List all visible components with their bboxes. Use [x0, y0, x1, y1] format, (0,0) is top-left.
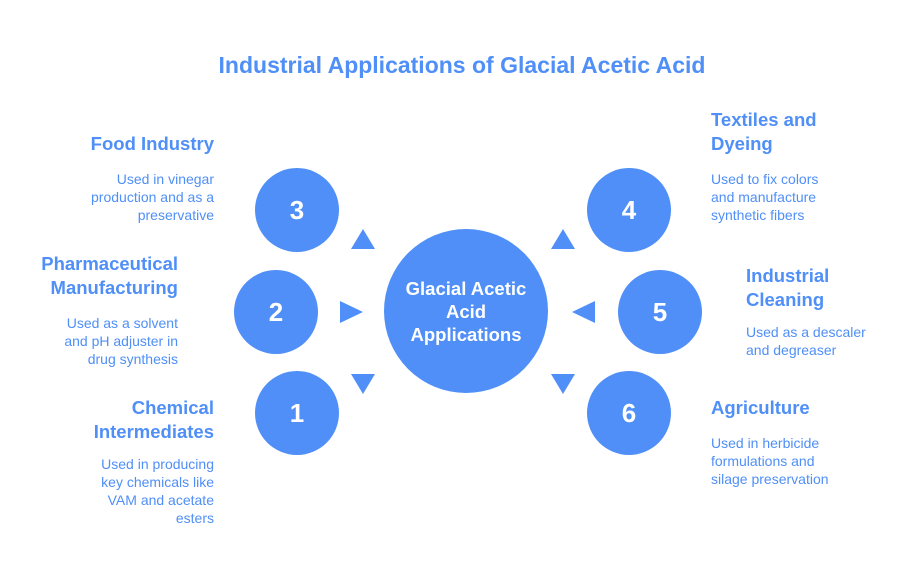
- node-3-number: 3: [289, 194, 305, 225]
- node-3: 3: [255, 168, 339, 252]
- item-5-heading: Industrial Cleaning: [746, 265, 830, 310]
- center-hub: Glacial Acetic Acid Applications: [384, 229, 548, 393]
- item-2-heading: Pharmaceutical Manufacturing: [41, 253, 178, 298]
- node-4-number: 4: [621, 194, 637, 225]
- node-6-number: 6: [621, 397, 637, 428]
- item-3-heading: Food Industry: [90, 133, 214, 154]
- node-2-number: 2: [268, 296, 284, 327]
- node-1-number: 1: [289, 397, 305, 428]
- node-1: 1: [255, 371, 339, 455]
- center-label: Glacial Acetic Acid Applications: [405, 277, 527, 345]
- item-6-description: Used in herbicide formulations and silag…: [711, 435, 829, 487]
- diagram-title: Industrial Applications of Glacial Aceti…: [218, 52, 706, 78]
- node-2: 2: [234, 270, 318, 354]
- node-6: 6: [587, 371, 671, 455]
- item-3-description: Used in vinegar production and as a pres…: [91, 171, 214, 223]
- node-4: 4: [587, 168, 671, 252]
- arrow-2-icon: [340, 301, 363, 323]
- arrow-4-icon: [551, 229, 575, 249]
- arrow-3-icon: [351, 229, 375, 249]
- item-5-description: Used as a descaler and degreaser: [746, 324, 866, 358]
- arrow-6-icon: [551, 374, 575, 394]
- arrow-5-icon: [572, 301, 595, 323]
- item-1-description: Used in producing key chemicals like VAM…: [101, 456, 214, 526]
- item-6-heading: Agriculture: [711, 397, 810, 418]
- node-5: 5: [618, 270, 702, 354]
- item-4-heading: Textiles and Dyeing: [711, 109, 817, 154]
- arrow-1-icon: [351, 374, 375, 394]
- item-1-heading: Chemical Intermediates: [93, 397, 214, 442]
- node-5-number: 5: [652, 296, 668, 327]
- item-2-description: Used as a solvent and pH adjuster in dru…: [64, 315, 178, 367]
- item-4-description: Used to fix colors and manufacture synth…: [711, 171, 819, 223]
